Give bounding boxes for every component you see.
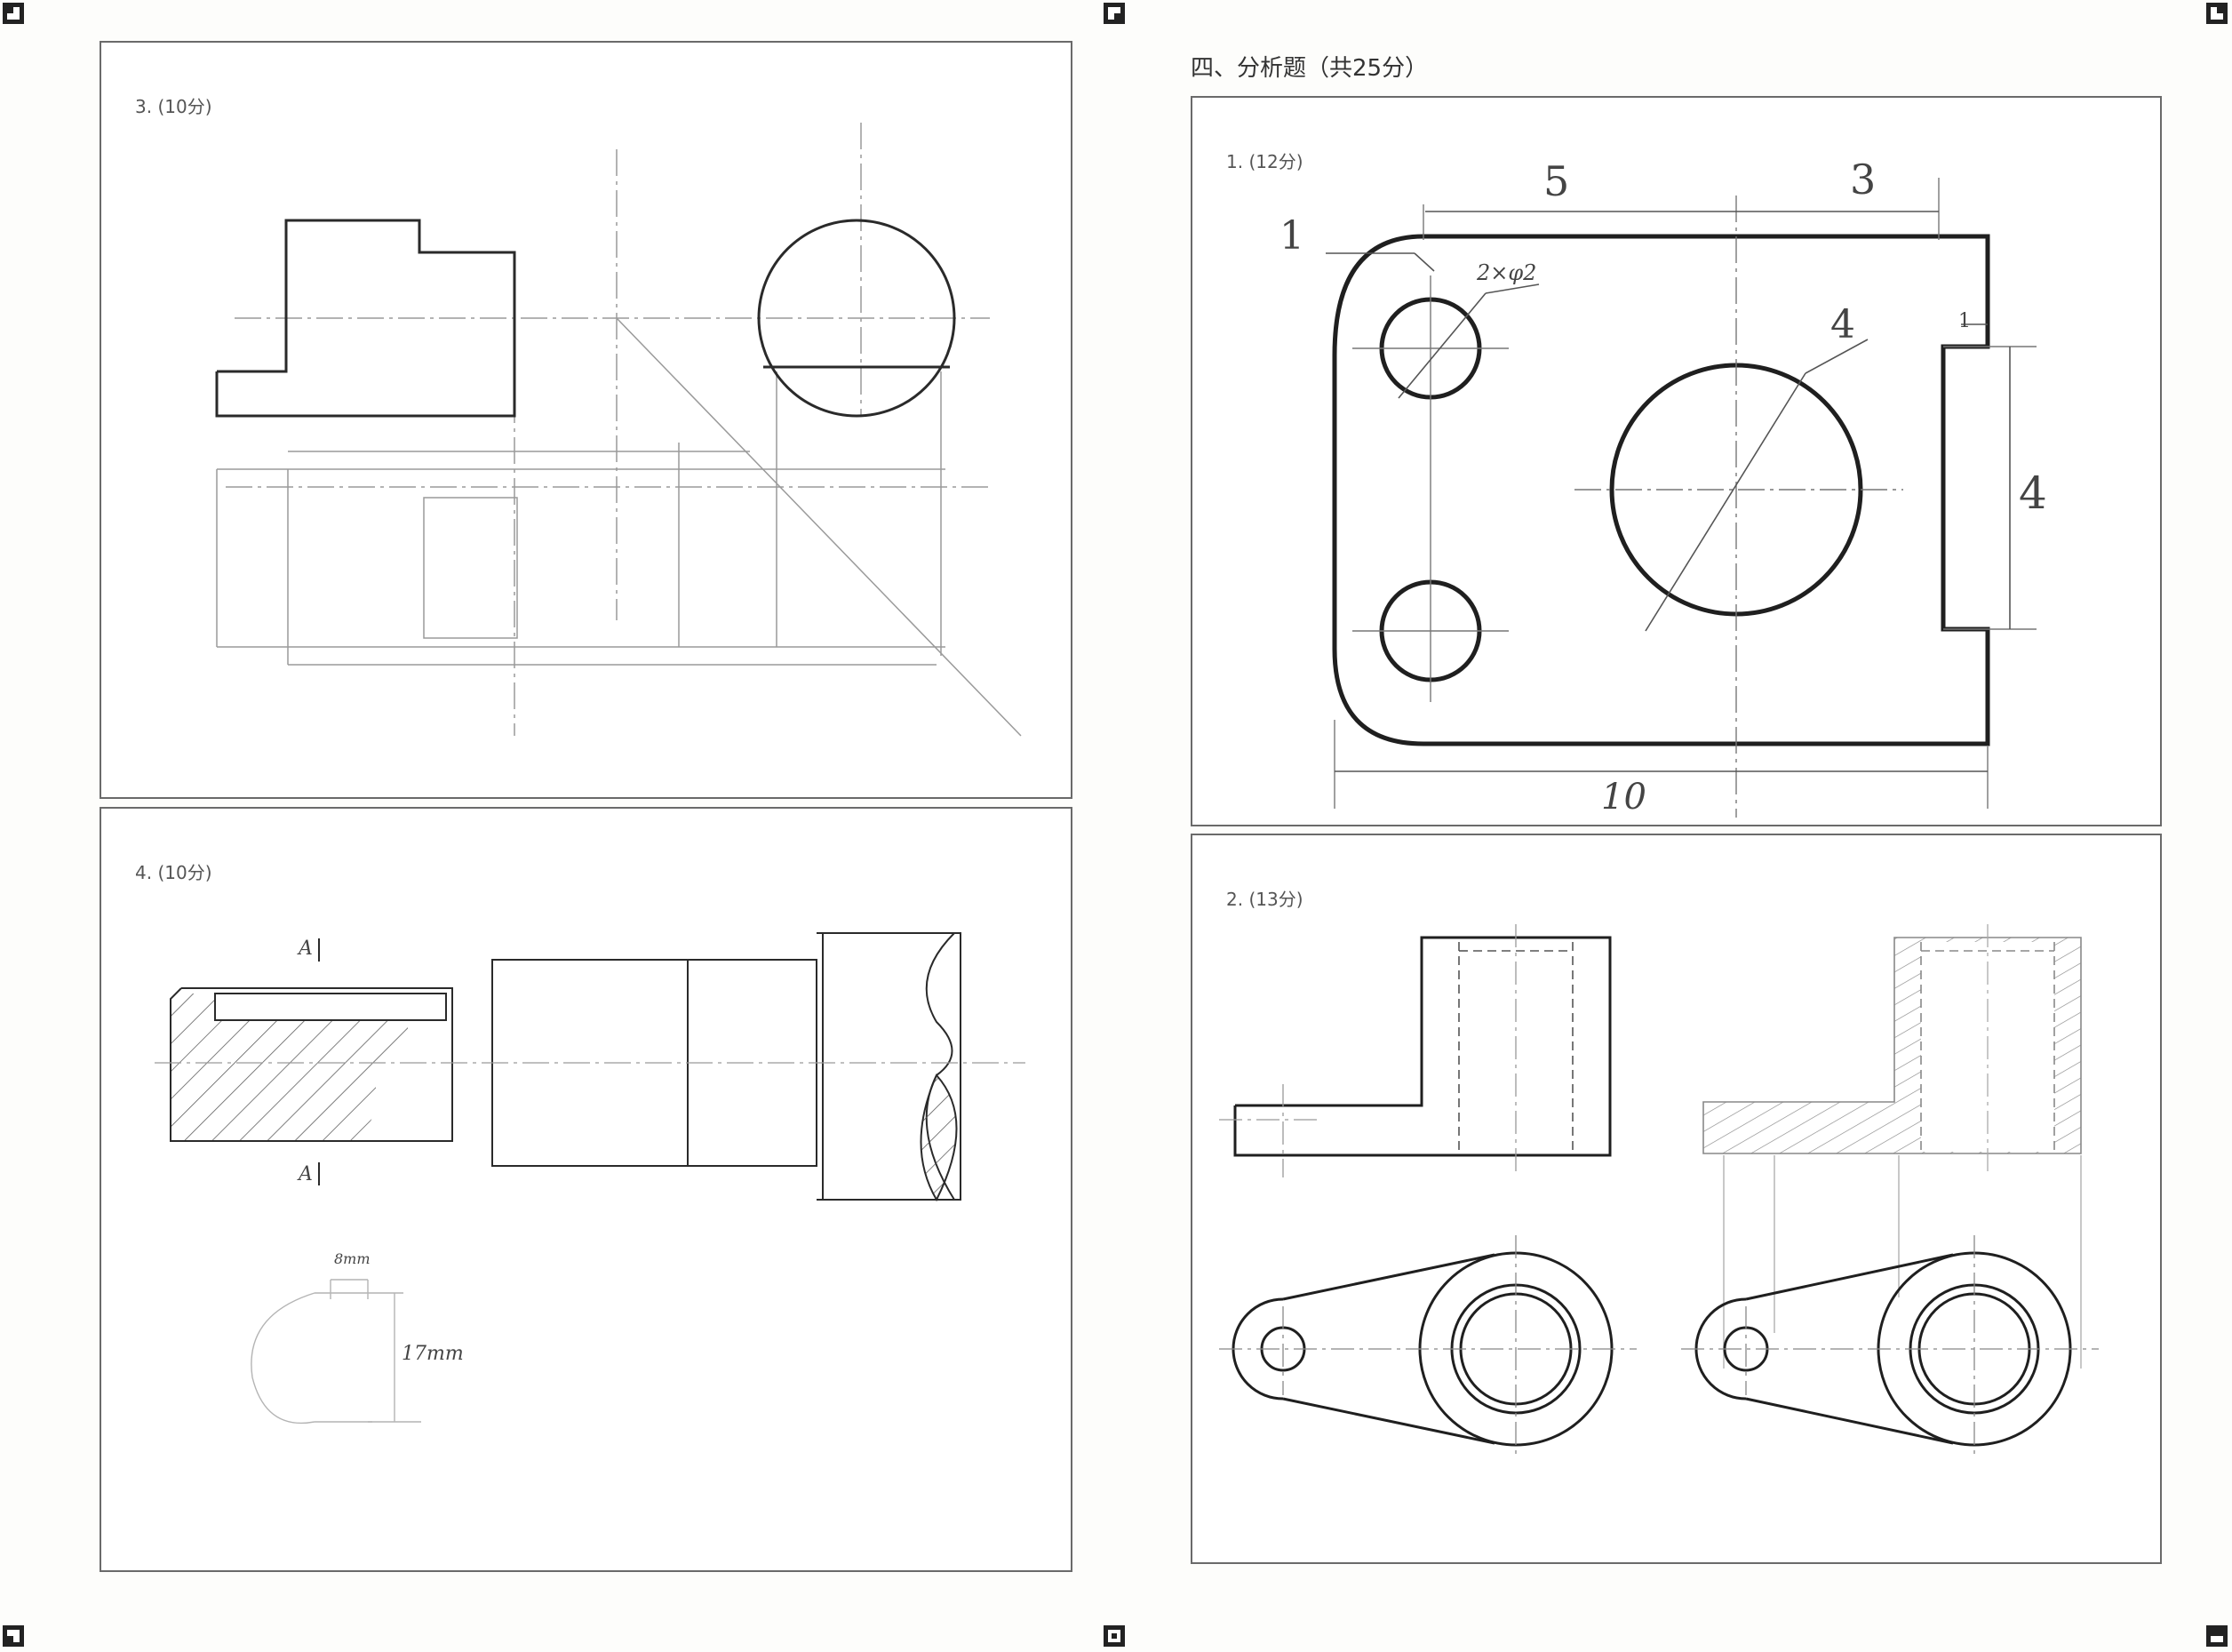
analysis-1-drawing: 5 3 2×φ2 1 4 4 1 10 — [1279, 156, 2047, 818]
corner-marker-top-center — [1103, 2, 1126, 25]
corner-marker-bottom-right — [2205, 1624, 2228, 1648]
question-3-label: 3. (10分) — [135, 96, 212, 117]
section-mark-bottom: A — [297, 1163, 313, 1185]
question-4-box: 4. (10分) A A — [100, 807, 1072, 1572]
analysis-2-box: 2. (13分) — [1191, 834, 2162, 1564]
dimension-8mm: 8mm — [334, 1250, 371, 1267]
analysis-1-box: 1. (12分) — [1191, 96, 2162, 826]
analysis-2-label: 2. (13分) — [1226, 889, 1303, 910]
analysis-2-drawing — [1219, 924, 2099, 1457]
dim-hole-callout: 2×φ2 — [1476, 260, 1536, 285]
analysis-1-label: 1. (12分) — [1226, 151, 1303, 172]
question-3-drawing — [215, 123, 1022, 737]
section-mark-top: A — [297, 938, 313, 960]
question-4-label: 4. (10分) — [135, 862, 212, 883]
corner-marker-top-right — [2205, 2, 2228, 25]
dim-top-left: 5 — [1543, 157, 1569, 205]
dim-slot-depth: 1 — [1958, 310, 1971, 332]
section-title: 四、分析题（共25分） — [1191, 55, 1429, 82]
dim-top-right: 3 — [1850, 156, 1876, 204]
corner-marker-top-left — [2, 2, 25, 25]
question-3-box: 3. (10分) — [100, 41, 1072, 799]
dimension-17mm: 17mm — [402, 1343, 464, 1365]
dim-radius: 1 — [1279, 213, 1304, 259]
question-4-drawing: A A 8mm 17mm — [155, 932, 1025, 1425]
dim-total-width: 10 — [1601, 777, 1646, 818]
corner-marker-bottom-left — [2, 1624, 25, 1648]
corner-marker-bottom-center — [1103, 1624, 1126, 1648]
dim-slot-height: 4 — [2019, 467, 2047, 519]
dim-big-circle: 4 — [1830, 302, 1855, 347]
